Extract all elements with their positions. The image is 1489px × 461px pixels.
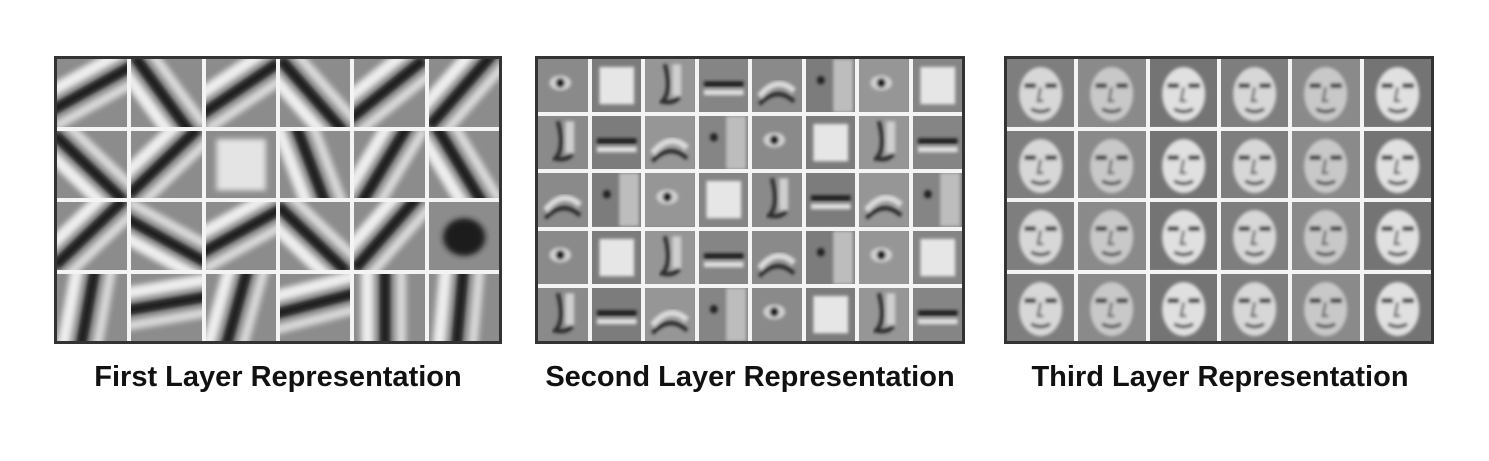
face-part-cell bbox=[912, 59, 962, 113]
face-prototype-cell bbox=[1078, 273, 1146, 341]
edge-filter-cell bbox=[354, 130, 425, 198]
face-part-cell bbox=[538, 116, 588, 170]
face-part-cell bbox=[805, 287, 855, 341]
layer2-panel bbox=[535, 56, 965, 344]
edge-filter-cell bbox=[280, 130, 351, 198]
face-part-cell bbox=[752, 287, 802, 341]
face-part-cell bbox=[912, 173, 962, 227]
edge-filter-cell bbox=[131, 130, 202, 198]
face-prototype-cell bbox=[1007, 130, 1075, 198]
edge-filter-cell bbox=[428, 59, 499, 127]
face-prototype-cell bbox=[1149, 59, 1217, 127]
face-prototype-cell bbox=[1221, 273, 1289, 341]
face-part-cell bbox=[752, 116, 802, 170]
layer1-filter-grid bbox=[57, 59, 499, 341]
edge-filter-cell bbox=[57, 59, 128, 127]
edge-filter-cell bbox=[205, 202, 276, 270]
edge-filter-cell bbox=[131, 59, 202, 127]
face-part-cell bbox=[805, 173, 855, 227]
face-part-cell bbox=[645, 116, 695, 170]
face-prototype-cell bbox=[1292, 59, 1360, 127]
face-prototype-cell bbox=[1007, 59, 1075, 127]
face-prototype-cell bbox=[1292, 130, 1360, 198]
edge-filter-cell bbox=[428, 202, 499, 270]
face-part-cell bbox=[645, 287, 695, 341]
layer3-panel bbox=[1004, 56, 1434, 344]
face-prototype-cell bbox=[1221, 130, 1289, 198]
face-part-cell bbox=[859, 230, 909, 284]
face-part-cell bbox=[805, 230, 855, 284]
edge-filter-cell bbox=[57, 273, 128, 341]
face-part-cell bbox=[591, 230, 641, 284]
face-part-cell bbox=[698, 230, 748, 284]
face-part-cell bbox=[591, 59, 641, 113]
face-part-cell bbox=[538, 59, 588, 113]
face-prototype-cell bbox=[1363, 130, 1431, 198]
face-part-cell bbox=[859, 59, 909, 113]
layer3-face-grid bbox=[1007, 59, 1431, 341]
face-part-cell bbox=[912, 116, 962, 170]
edge-filter-cell bbox=[280, 59, 351, 127]
face-part-cell bbox=[805, 116, 855, 170]
face-part-cell bbox=[698, 287, 748, 341]
face-prototype-cell bbox=[1292, 202, 1360, 270]
face-part-cell bbox=[698, 59, 748, 113]
face-part-cell bbox=[752, 173, 802, 227]
face-part-cell bbox=[591, 287, 641, 341]
edge-filter-cell bbox=[280, 273, 351, 341]
face-part-cell bbox=[752, 230, 802, 284]
face-prototype-cell bbox=[1149, 202, 1217, 270]
edge-filter-cell bbox=[428, 273, 499, 341]
face-part-cell bbox=[645, 173, 695, 227]
face-prototype-cell bbox=[1149, 130, 1217, 198]
face-prototype-cell bbox=[1221, 59, 1289, 127]
face-part-cell bbox=[591, 173, 641, 227]
edge-filter-cell bbox=[131, 273, 202, 341]
layer2-caption: Second Layer Representation bbox=[545, 361, 955, 393]
face-part-cell bbox=[859, 287, 909, 341]
edge-filter-cell bbox=[57, 202, 128, 270]
edge-filter-cell bbox=[428, 130, 499, 198]
face-part-cell bbox=[538, 287, 588, 341]
edge-filter-cell bbox=[205, 273, 276, 341]
edge-filter-cell bbox=[205, 59, 276, 127]
face-part-cell bbox=[859, 173, 909, 227]
face-prototype-cell bbox=[1078, 130, 1146, 198]
layer2-feature-grid bbox=[538, 59, 962, 341]
face-prototype-cell bbox=[1363, 273, 1431, 341]
edge-filter-cell bbox=[354, 202, 425, 270]
face-part-cell bbox=[859, 116, 909, 170]
face-prototype-cell bbox=[1078, 59, 1146, 127]
face-part-cell bbox=[912, 230, 962, 284]
layer1-caption: First Layer Representation bbox=[94, 361, 462, 393]
face-part-cell bbox=[912, 287, 962, 341]
face-prototype-cell bbox=[1221, 202, 1289, 270]
face-part-cell bbox=[805, 59, 855, 113]
edge-filter-cell bbox=[57, 130, 128, 198]
edge-filter-cell bbox=[280, 202, 351, 270]
face-prototype-cell bbox=[1292, 273, 1360, 341]
face-part-cell bbox=[591, 116, 641, 170]
face-prototype-cell bbox=[1007, 273, 1075, 341]
edge-filter-cell bbox=[354, 273, 425, 341]
layer3-caption: Third Layer Representation bbox=[1031, 361, 1409, 393]
face-part-cell bbox=[645, 230, 695, 284]
face-part-cell bbox=[752, 59, 802, 113]
face-prototype-cell bbox=[1149, 273, 1217, 341]
face-prototype-cell bbox=[1007, 202, 1075, 270]
face-prototype-cell bbox=[1363, 202, 1431, 270]
face-part-cell bbox=[698, 116, 748, 170]
edge-filter-cell bbox=[205, 130, 276, 198]
face-part-cell bbox=[538, 173, 588, 227]
face-part-cell bbox=[645, 59, 695, 113]
edge-filter-cell bbox=[131, 202, 202, 270]
face-prototype-cell bbox=[1078, 202, 1146, 270]
layer1-panel bbox=[54, 56, 502, 344]
edge-filter-cell bbox=[354, 59, 425, 127]
face-part-cell bbox=[538, 230, 588, 284]
face-prototype-cell bbox=[1363, 59, 1431, 127]
face-part-cell bbox=[698, 173, 748, 227]
